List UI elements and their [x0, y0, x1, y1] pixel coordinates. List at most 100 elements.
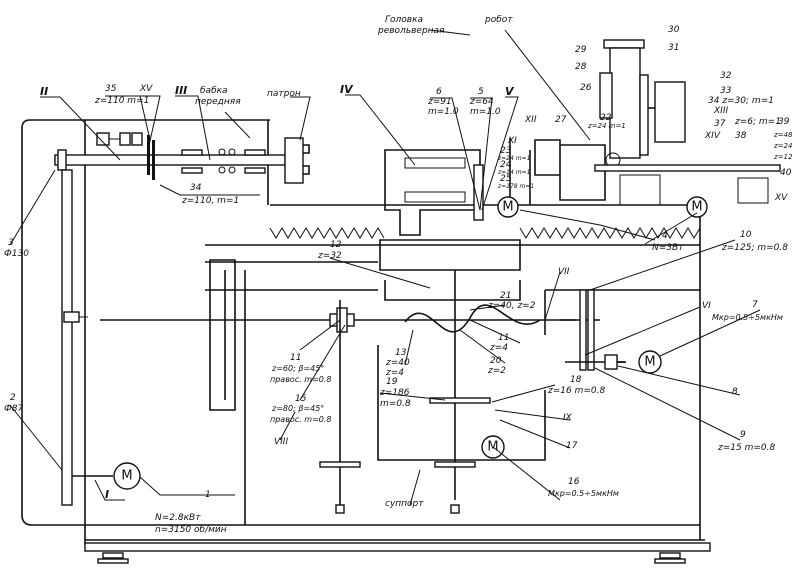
- svg-text:M: M: [691, 200, 702, 215]
- label-15-spec: z=80; β=45°: [271, 404, 324, 413]
- label-6-z: z=91: [427, 97, 452, 107]
- label-shaft-VII: VII: [558, 267, 570, 277]
- label-16: 16: [568, 477, 580, 487]
- motor-4: M: [497, 196, 519, 218]
- motor-main: M: [113, 462, 141, 490]
- belt-drive: [61, 169, 113, 506]
- label-turret: Головка: [385, 15, 423, 25]
- label-32: 32: [720, 71, 732, 81]
- label-10-spec: z=125; m=0.8: [721, 243, 788, 253]
- label-shaft-IV: IV: [340, 83, 354, 96]
- label-shaft-XIII: XIII: [713, 106, 728, 116]
- label-35-spec: z=110 m=1: [94, 96, 149, 106]
- label-16-spec: Мкр=0.5÷5мкНм: [548, 489, 619, 498]
- label-23: 23: [500, 146, 512, 156]
- label-19-z: z=186: [379, 388, 410, 398]
- label-shaft-XII: XII: [524, 115, 537, 125]
- label-25-spec: z=178 m=1: [497, 183, 534, 190]
- label-carriage: суппорт: [385, 499, 424, 509]
- label-37: 37: [714, 119, 726, 129]
- label-shaft-I: I: [105, 488, 109, 501]
- label-22-spec: z=24 m=1: [587, 122, 626, 130]
- label-shaft-III: III: [175, 84, 187, 97]
- label-39-z3: z=12: [773, 153, 793, 161]
- label-z6: z=6; m=1: [734, 117, 781, 127]
- label-9: 9: [740, 430, 746, 440]
- chuck-body: [284, 137, 304, 184]
- label-12: 12: [330, 240, 342, 250]
- label-shaft-VIII: VIII: [274, 437, 288, 447]
- label-13-t: z=4: [385, 368, 404, 378]
- label-shaft-VI: VI: [702, 301, 711, 311]
- label-33: 33: [720, 86, 732, 96]
- label-24: 24: [500, 160, 512, 170]
- label-27: 27: [555, 115, 567, 125]
- label-39-z2: z=24: [773, 142, 792, 150]
- label-35: 35: [105, 84, 117, 94]
- label-24-spec: z=14 m=1: [497, 169, 530, 176]
- label-7: 7: [752, 300, 758, 310]
- label-shaft-II: II: [40, 85, 48, 98]
- label-21-spec: z=40, z=2: [487, 301, 536, 311]
- svg-text:M: M: [121, 469, 132, 484]
- label-5: 5: [478, 87, 484, 97]
- label-1: 1: [205, 490, 211, 500]
- label-11-spec: z=60; β=45°: [271, 364, 324, 373]
- carriage: [377, 345, 546, 461]
- label-4: 4: [662, 231, 668, 241]
- label-26: 26: [580, 83, 592, 93]
- label-6-m: m=1.0: [428, 107, 459, 117]
- machine-frame: [21, 119, 711, 564]
- springs: [269, 227, 701, 239]
- label-34b: 34: [190, 183, 202, 193]
- robot-column: [509, 39, 781, 206]
- label-40: 40: [780, 168, 792, 178]
- label-4-spec: N=3Вт: [652, 243, 684, 253]
- label-25: 25: [500, 174, 512, 184]
- label-13: 13: [395, 348, 407, 358]
- label-2: 2: [10, 393, 16, 403]
- label-shaft-XV: XV: [139, 84, 153, 94]
- svg-text:M: M: [644, 355, 655, 370]
- label-shaft-IX: IX: [563, 413, 573, 423]
- label-23-spec: z=24 m=1: [497, 155, 530, 162]
- label-15-dir: правос. m=0.8: [270, 415, 332, 424]
- turret-head: [209, 149, 521, 411]
- label-2-spec: Ф87: [4, 404, 23, 414]
- label-31: 31: [668, 43, 679, 53]
- svg-text:M: M: [502, 200, 513, 215]
- label-8: 8: [732, 387, 738, 397]
- label-5-m: m=1.0: [470, 107, 501, 117]
- label-19-m: m=0.8: [380, 399, 411, 409]
- label-18-spec: z=16 m=0.8: [547, 386, 605, 396]
- label-headstock: бабка: [200, 86, 228, 96]
- label-3: 3: [8, 238, 14, 248]
- label-22: 22: [600, 113, 612, 123]
- label-shaft-XI: XI: [507, 136, 517, 146]
- label-shaft-V: V: [505, 85, 515, 98]
- label-motor-power: N=2.8кВт: [155, 513, 201, 523]
- label-turret-2: револьверная: [377, 26, 445, 36]
- motor-robot: M: [686, 196, 708, 218]
- label-shaft-XIV: XIV: [704, 131, 721, 141]
- label-3-spec: Ф130: [4, 249, 29, 259]
- label-39-z1: z=48: [773, 131, 793, 139]
- label-11-dir: правос. m=0.8: [270, 375, 332, 384]
- label-21: 21: [500, 291, 511, 301]
- label-15: 15: [295, 394, 307, 404]
- label-20: 20: [490, 356, 502, 366]
- label-chuck: патрон: [267, 89, 301, 99]
- label-7-spec: Мкр=0.5÷5мкНм: [712, 313, 783, 322]
- label-9-spec: z=15 m=0.8: [717, 443, 775, 453]
- label-shaft-XV-right: XV: [774, 193, 788, 203]
- label-11: 11: [290, 353, 301, 363]
- label-34: 34 z=30; m=1: [708, 96, 774, 106]
- label-11a: 11: [498, 333, 509, 343]
- label-6: 6: [436, 87, 442, 97]
- labels: II 35 z=110 m=1 XV III бабка передняя па…: [4, 15, 793, 535]
- label-34b-spec: z=110, m=1: [181, 196, 239, 206]
- leader-lines: [9, 29, 761, 506]
- label-17: 17: [566, 441, 578, 451]
- label-39: 39: [778, 117, 790, 127]
